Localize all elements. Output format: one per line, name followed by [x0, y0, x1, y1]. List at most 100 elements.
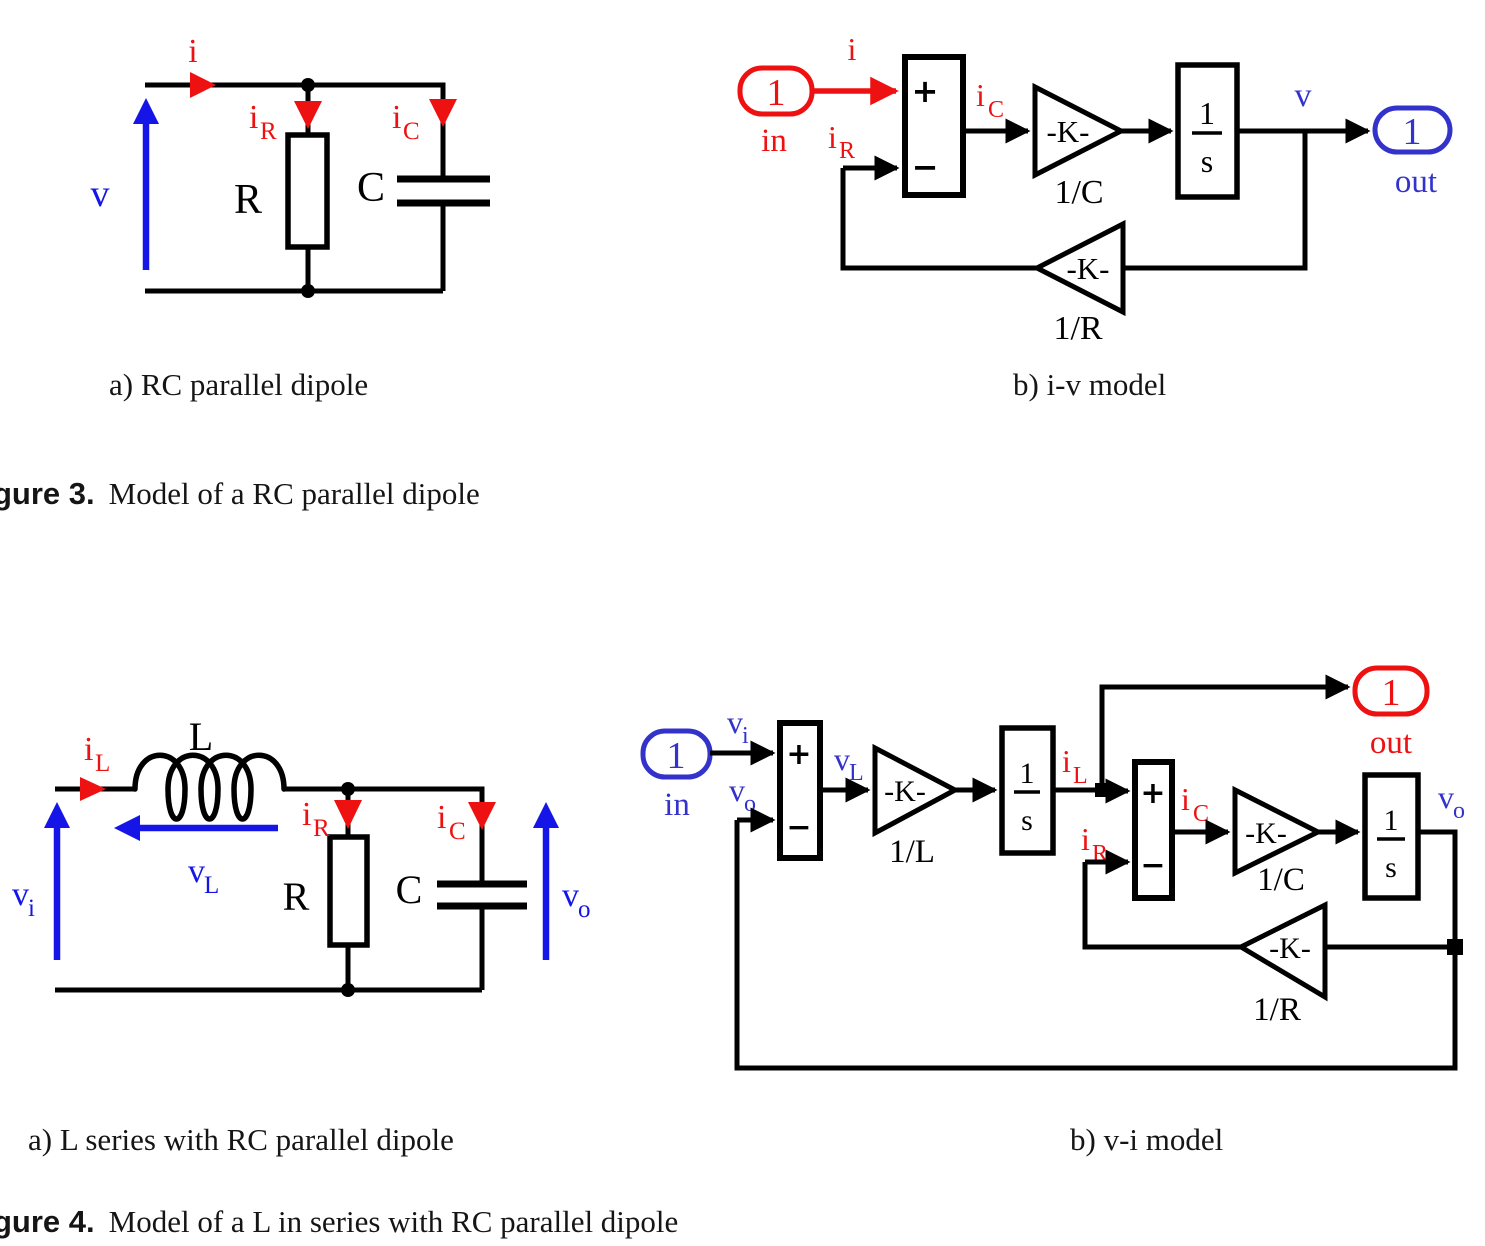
out-port-value: 1	[1382, 672, 1401, 714]
gain-block-1c	[1232, 785, 1324, 878]
junction-dot	[301, 78, 315, 92]
feedback-paths	[734, 807, 1463, 1071]
out-port-value: 1	[1403, 111, 1422, 153]
signal-vl-sub: L	[849, 760, 864, 786]
integrator-num: 1	[1199, 95, 1215, 131]
sum1-plus: +	[786, 737, 811, 772]
label-ir-sub: R	[260, 118, 277, 145]
integrator2-block: 1 s	[1362, 772, 1421, 901]
capacitor	[397, 175, 490, 207]
out-port-label: out	[1370, 725, 1412, 761]
iv-model-diagram: 1 in i + − i R i C -K- 1/C 1 s v 1 out	[737, 31, 1453, 347]
gain-1r-label: 1/R	[1253, 992, 1301, 1028]
voltage-arrow-vl	[114, 815, 278, 841]
label-ir: i	[249, 99, 258, 136]
figure3-caption-label: gure 3.	[0, 476, 95, 511]
voltage-arrow-v	[133, 98, 159, 270]
fig4b-caption: b) v-i model	[1070, 1122, 1224, 1157]
signal-il: i	[1062, 743, 1071, 779]
figure3-caption-text: Model of a RC parallel dipole	[108, 476, 480, 511]
signal-il-sub: L	[1073, 763, 1088, 789]
voltage-arrow-vo	[533, 802, 559, 960]
lrc-circuit: i L L v L i R i C R C v i v o	[12, 714, 591, 997]
out-port-label: out	[1395, 164, 1437, 200]
label-R: R	[283, 874, 310, 919]
wire-to-out	[1099, 674, 1351, 790]
gain-block-1l	[872, 743, 961, 838]
label-ir-sub: R	[313, 815, 330, 842]
signal-ic-sub: C	[1193, 801, 1209, 827]
label-C: C	[396, 867, 423, 912]
integrator1-den: s	[1021, 804, 1033, 837]
label-ic: i	[437, 799, 446, 836]
voltage-arrow-vi	[44, 802, 70, 960]
inductor-coil	[132, 752, 287, 822]
current-arrow-il	[80, 777, 106, 801]
signal-ic: i	[1181, 781, 1190, 817]
out-port	[1352, 665, 1430, 717]
signal-vo-out: v	[1438, 779, 1454, 815]
gain-1c-text: -K-	[1245, 817, 1287, 850]
gain-1r-text: -K-	[1269, 932, 1311, 965]
junction-dot	[341, 782, 355, 796]
label-i: i	[188, 33, 197, 70]
label-vo-sub: o	[578, 896, 591, 923]
fig4a-caption: a) L series with RC parallel dipole	[28, 1122, 454, 1157]
current-arrow-ic	[429, 99, 457, 127]
integrator-den: s	[1201, 143, 1213, 179]
signal-ir-sub: R	[839, 138, 855, 164]
gain-1c-label: 1/C	[1054, 174, 1103, 211]
signal-ic: i	[976, 77, 985, 113]
rc-circuit: i v i R i C R C	[91, 33, 490, 298]
label-R: R	[234, 177, 262, 223]
integrator-block: 1 s	[1175, 62, 1240, 200]
label-ic-sub: C	[449, 818, 466, 845]
integrator1-num: 1	[1020, 757, 1035, 790]
fig3b-caption: b) i-v model	[1013, 367, 1167, 402]
figure3-caption: gure 3. Model of a RC parallel dipole	[0, 476, 480, 512]
label-ic: i	[392, 99, 401, 136]
signal-vl: v	[834, 741, 850, 777]
signal-vo-out-sub: o	[1453, 798, 1465, 824]
label-ir: i	[302, 796, 311, 833]
signal-ir: i	[1081, 821, 1090, 857]
label-vi: v	[12, 876, 29, 913]
gain-block-1c	[1032, 82, 1127, 180]
label-il: i	[84, 731, 93, 768]
signal-vo-fb: v	[729, 772, 745, 808]
vi-model-diagram: 1 in v i + − v o v L -K- 1/L 1 s i L 1 o…	[640, 665, 1465, 1071]
signal-ir: i	[828, 119, 837, 155]
current-arrow-ic	[468, 802, 496, 830]
signal-vo-fb-sub: o	[744, 791, 756, 817]
label-vl: v	[188, 853, 205, 890]
sum2-plus: +	[1140, 776, 1165, 811]
gain-1l-text: -K-	[884, 775, 926, 808]
sum-plus: +	[912, 72, 939, 110]
resistor	[285, 132, 330, 250]
circuit-wires	[145, 82, 446, 294]
label-ic-sub: C	[403, 118, 420, 145]
current-arrow-ir	[334, 800, 362, 829]
integrator2-num: 1	[1384, 804, 1399, 837]
signal-vi: v	[727, 704, 743, 740]
signal-vi-sub: i	[742, 723, 749, 749]
sum2-minus: −	[1140, 848, 1165, 883]
gain-1l-label: 1/L	[889, 834, 935, 870]
sum1-block	[777, 720, 823, 861]
current-arrow-ir	[294, 101, 322, 129]
resistor	[327, 834, 370, 948]
integrator2-den: s	[1385, 851, 1397, 884]
label-v: v	[91, 173, 110, 215]
feedback-path	[840, 131, 1308, 317]
figure4-caption: gure 4. Model of a L in series with RC pa…	[0, 1204, 678, 1240]
label-vl-sub: L	[204, 872, 219, 899]
label-vo: v	[562, 877, 579, 914]
label-vi-sub: i	[28, 895, 35, 922]
out-port	[1372, 105, 1453, 155]
junction-dot	[301, 284, 315, 298]
figure4-caption-text: Model of a L in series with RC parallel …	[108, 1204, 679, 1239]
gain-block-1r	[1235, 900, 1328, 1002]
sum1-minus: −	[786, 810, 811, 845]
figure4-caption-label: gure 4.	[0, 1204, 95, 1239]
